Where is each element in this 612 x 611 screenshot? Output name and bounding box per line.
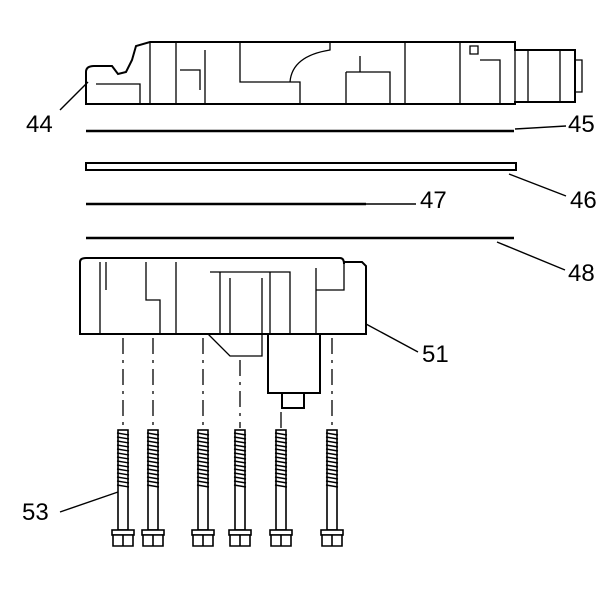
bolt-6: [320, 429, 344, 547]
part-53-bolts: [111, 429, 344, 547]
part-44-housing: [85, 41, 583, 105]
callout-47: 47: [420, 187, 447, 214]
bolt-center-lines: [122, 338, 333, 428]
callout-44: 44: [26, 111, 53, 138]
leader-44: [59, 81, 89, 111]
callout-48: 48: [568, 260, 595, 287]
callout-51: 51: [422, 341, 449, 368]
leader-51: [365, 323, 419, 353]
bolt-3: [191, 429, 215, 547]
leader-46: [508, 173, 567, 197]
leader-48: [496, 241, 566, 271]
bolt-2: [141, 429, 165, 547]
callout-45: 45: [568, 111, 595, 138]
leader-53: [59, 491, 119, 513]
part-51-lower-body: [79, 257, 367, 409]
bolt-4: [228, 429, 252, 547]
leader-45: [514, 125, 567, 130]
bolt-1: [111, 429, 135, 547]
callout-46: 46: [570, 187, 597, 214]
callout-53: 53: [22, 499, 49, 526]
bolt-5: [269, 429, 293, 547]
part-46-spacer-plate: [85, 162, 517, 171]
leader-lines: [59, 81, 567, 513]
